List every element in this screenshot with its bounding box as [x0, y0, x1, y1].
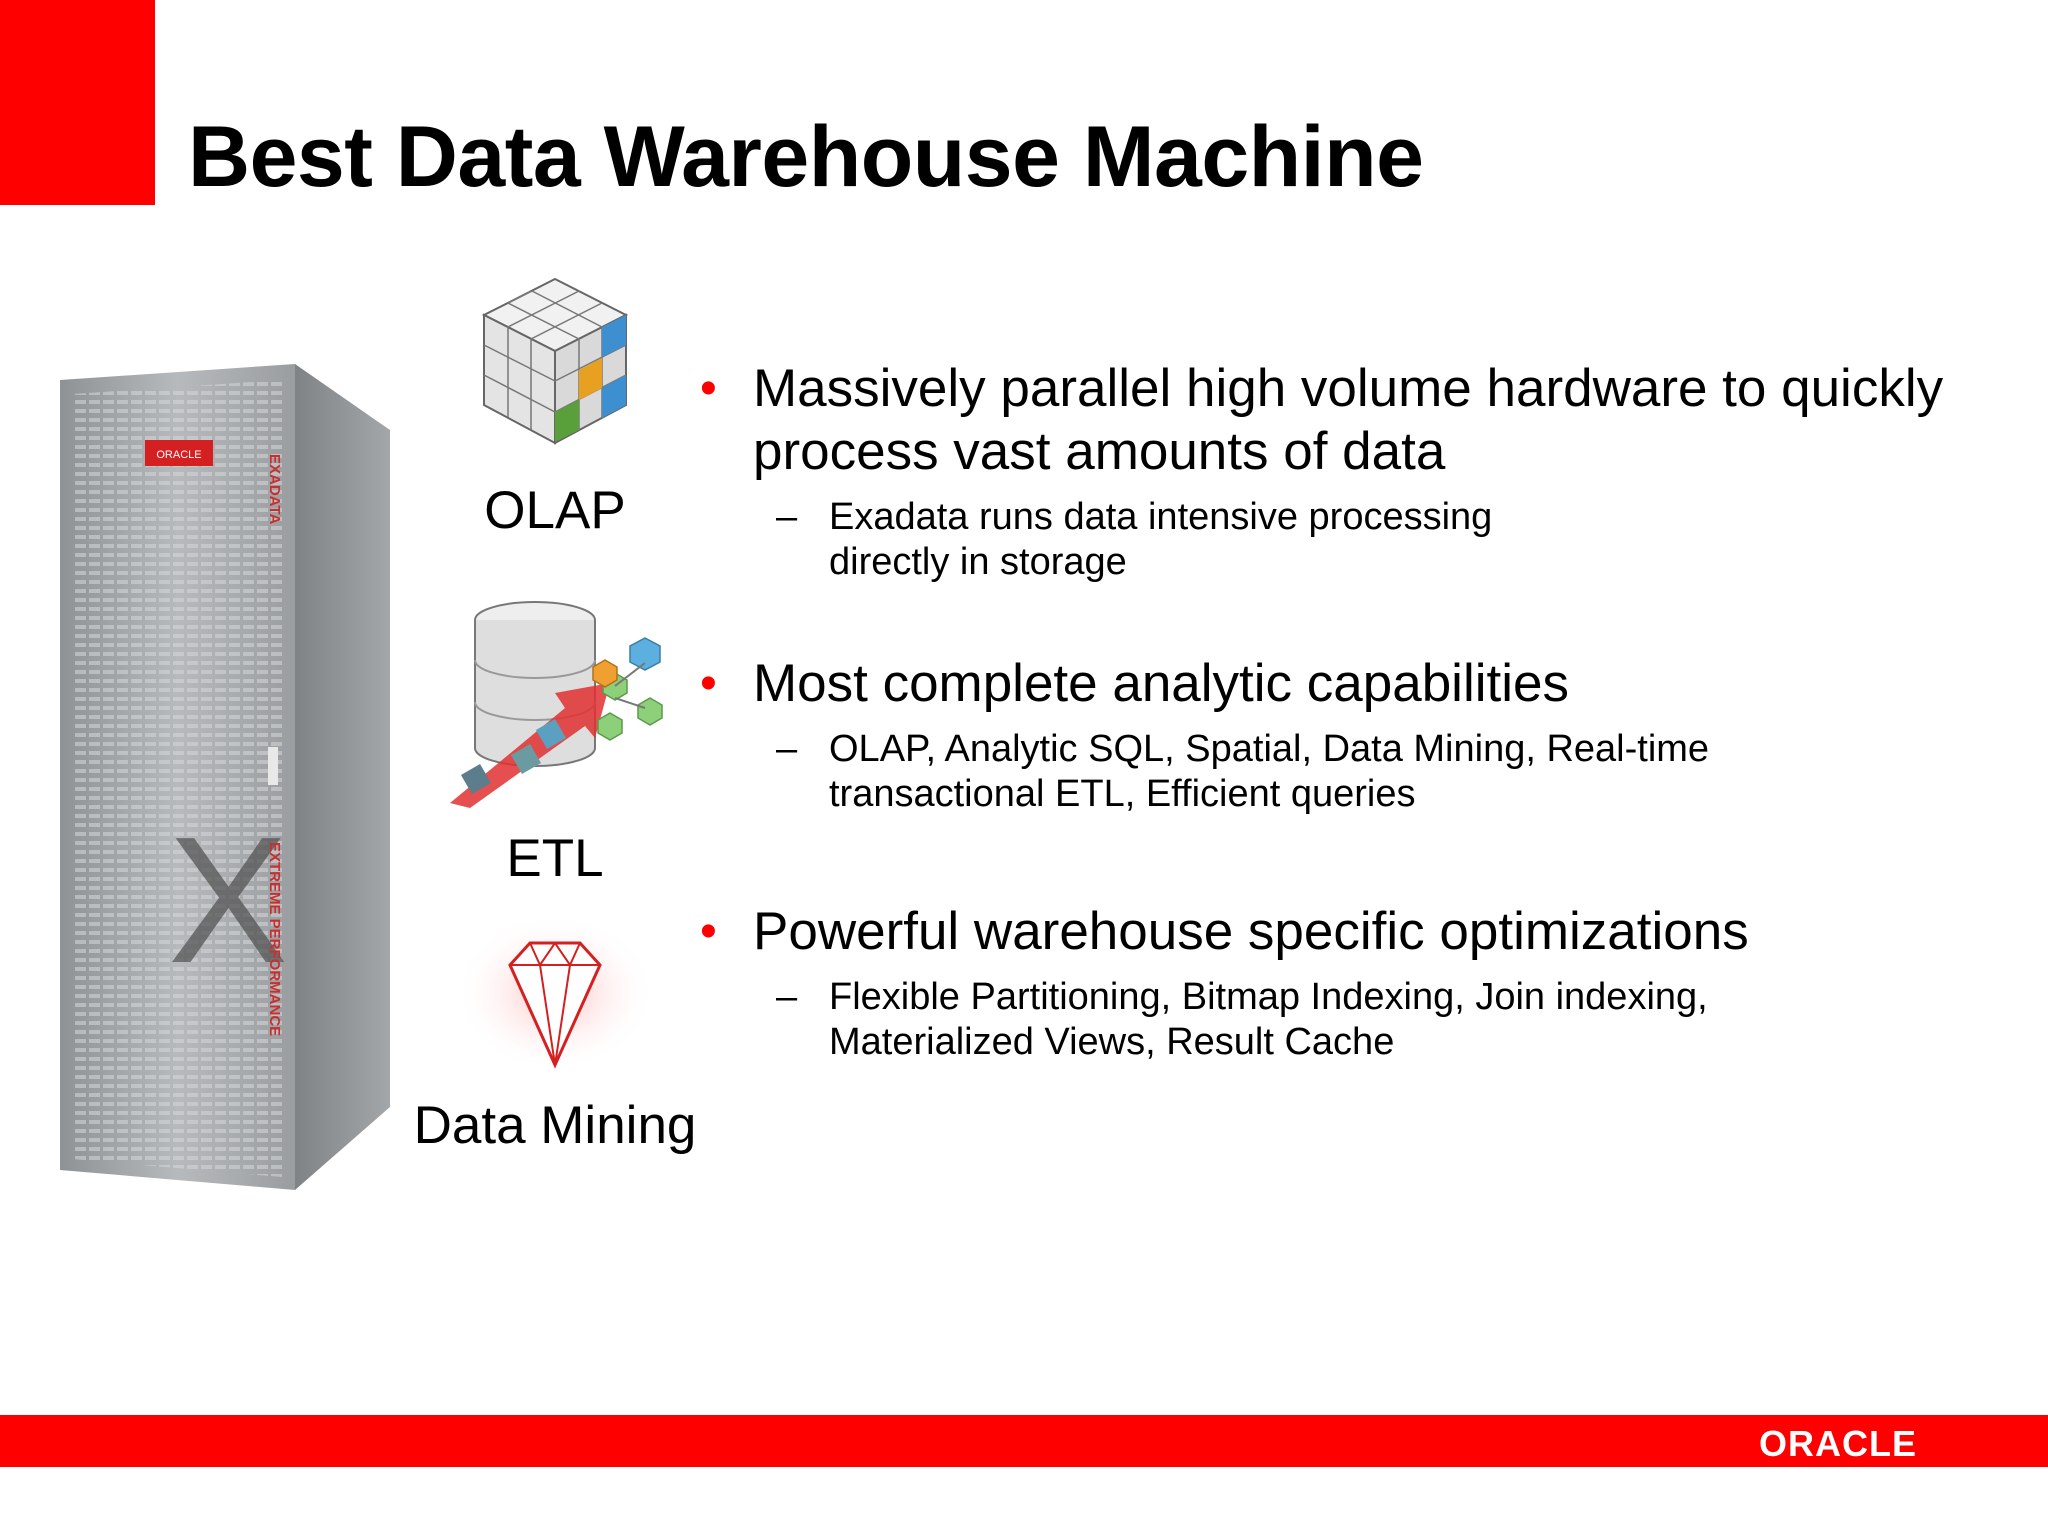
- rack-side-label-top: EXADATA: [266, 454, 283, 524]
- olap-label: OLAP: [484, 481, 626, 540]
- rack-side-label-bottom: EXTREME PERFORMANCE: [266, 842, 283, 1036]
- bullet-sub-text: Exadata runs data intensive processing d…: [829, 496, 1493, 583]
- bullet-main-text: Massively parallel high volume hardware …: [753, 359, 1944, 481]
- bullet-item: • Powerful warehouse specific optimizatio…: [700, 900, 1909, 1065]
- rack-x-letter: X: [168, 800, 288, 1001]
- data-mining-label: Data Mining: [413, 1096, 697, 1155]
- slide-title: Best Data Warehouse Machine: [188, 109, 1424, 205]
- bullet-dash: –: [776, 976, 798, 1018]
- database-puzzle-icon: [450, 601, 663, 808]
- bullet-sub-text: Flexible Partitioning, Bitmap Indexing, …: [829, 976, 1708, 1063]
- gem-icon: [455, 905, 655, 1069]
- bullet-dot: •: [700, 905, 717, 958]
- bullet-dot: •: [700, 657, 717, 710]
- bullet-dash: –: [776, 728, 798, 770]
- cube-icon: [481, 277, 629, 445]
- bullet-dot: •: [700, 362, 717, 415]
- bullet-item: • Most complete analytic capabilities –OL…: [700, 652, 1909, 817]
- bullet-item: • Massively parallel high volume hardware…: [700, 357, 2000, 585]
- bullet-main-text: Most complete analytic capabilities: [753, 654, 1569, 713]
- bullet-sub-text: OLAP, Analytic SQL, Spatial, Data Mining…: [829, 728, 1710, 815]
- exadata-rack-image: ORACLE X EXADATA EXTREME PERFORMANCE: [60, 364, 390, 1190]
- red-corner-accent: [0, 0, 155, 205]
- footer-bar: ORACLE: [0, 1415, 2048, 1467]
- bullet-main-text: Powerful warehouse specific optimization…: [753, 902, 1749, 961]
- etl-label: ETL: [506, 829, 604, 888]
- rack-badge: ORACLE: [156, 449, 201, 461]
- oracle-logo: ORACLE: [1759, 1423, 1917, 1464]
- bullet-dash: –: [776, 496, 798, 538]
